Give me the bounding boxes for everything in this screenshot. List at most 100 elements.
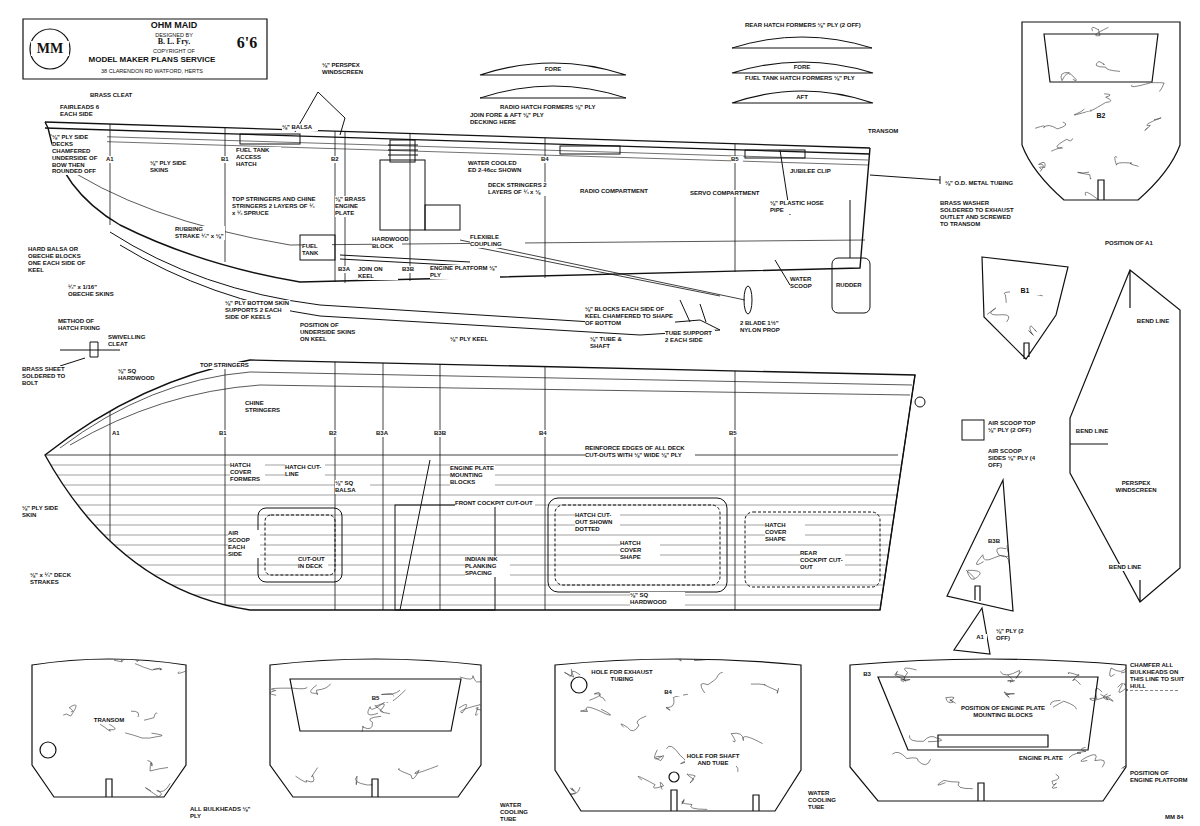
callout-label: AIR SCOOP TOP ⅛" PLY (2 OFF)	[988, 420, 1038, 434]
wood-grain	[147, 760, 168, 771]
callout-label: ENGINE PLATE MOUNTING BLOCKS	[450, 465, 495, 486]
wood-grain	[751, 684, 779, 693]
callout-label: FLEXIBLE COUPLING	[470, 234, 525, 248]
callout-label: B5	[731, 156, 743, 163]
wood-grain	[1039, 162, 1046, 171]
part-label: B5	[358, 695, 393, 702]
wood-grain	[1078, 172, 1091, 179]
outline-path	[555, 659, 801, 811]
wood-grain	[296, 768, 318, 783]
part-label: BEND LINE	[1074, 428, 1110, 435]
callout-label: ⅛" BALSA	[282, 124, 318, 131]
callout-label: JOIN ON KEEL	[358, 266, 398, 280]
callout-label: B3A	[376, 430, 392, 437]
callout-label: REINFORCE EDGES OF ALL DECK CUT-OUTS WIT…	[585, 445, 695, 459]
part-label: B4	[653, 689, 683, 696]
callout-label: HATCH CUT-OUT SHOWN DOTTED	[575, 512, 620, 533]
wood-grain	[987, 308, 1009, 322]
part-label: FORE	[533, 66, 573, 73]
callout-label: ⅛" PLY SIDE SKIN	[22, 505, 64, 519]
wood-grain	[1081, 755, 1105, 768]
callout-label: RUBBING STRAKE ¼" x ⅛"	[175, 226, 225, 240]
bulkhead-shape: B1	[980, 255, 1070, 361]
wood-grain	[1052, 774, 1059, 788]
callout-label: B4	[541, 156, 553, 163]
wood-grain	[125, 733, 162, 738]
shape-outline	[980, 255, 1070, 361]
wood-grain	[1118, 683, 1130, 692]
callout-label: FRONT COCKPIT CUT-OUT	[455, 500, 535, 507]
bulkhead-shape: FORE	[478, 55, 628, 77]
callout-label: A1	[106, 156, 118, 163]
shape-outline	[945, 478, 1015, 613]
part-label: A1	[973, 634, 987, 641]
part-label: BEND LINE	[1106, 564, 1144, 571]
callout-label: B2	[329, 430, 341, 437]
part-label: FORE	[782, 64, 822, 71]
callout-label: B3B	[402, 266, 418, 273]
wood-grain	[353, 641, 375, 659]
callout-label: ⅛" O.D. METAL TUBING	[945, 180, 1015, 187]
callout-label: TUBE SUPPORT 2 EACH SIDE	[665, 330, 715, 344]
wood-grain	[1100, 694, 1113, 701]
callout-label: ⅛" PLY (2 OFF)	[996, 628, 1036, 642]
outline-path	[1070, 270, 1180, 602]
callout-label: B2	[331, 156, 343, 163]
callout-label: A1	[112, 430, 124, 437]
callout-label: HARD BALSA OR OBECHE BLOCKS ONE EACH SID…	[28, 246, 90, 274]
callout-label: JUBILEE CLIP	[790, 168, 835, 175]
part-label: B3B	[982, 538, 1006, 545]
wood-grain	[671, 656, 708, 662]
shape-outline	[268, 655, 483, 800]
bulkhead-shape: B4HOLE FOR EXHAUST TUBINGHOLE FOR SHAFT …	[553, 655, 803, 813]
callout-label: ⅛" PLASTIC HOSE PIPE	[770, 200, 825, 214]
callout-label: WATER COOLING TUBE	[808, 790, 846, 811]
outline-path	[32, 659, 186, 797]
outline-path	[1022, 22, 1180, 200]
wood-grain	[682, 799, 708, 810]
bulkhead-shape: FORE	[730, 55, 875, 75]
outline-path	[947, 480, 1013, 611]
callout-label: HATCH CUT-LINE	[285, 464, 325, 478]
callout-label: FAIRLEADS 6 EACH SIDE	[60, 104, 115, 118]
callout-label: JOIN FORE & AFT ⅛" PLY DECKING HERE	[470, 112, 545, 126]
wood-grain	[460, 675, 496, 682]
callout-label: AIR SCOOP EACH SIDE	[228, 530, 260, 558]
callout-label: ⅛" PLY KEEL	[450, 336, 490, 343]
callout-label: HATCH COVER SHAPE	[765, 522, 805, 543]
wood-grain	[114, 645, 132, 662]
shape-outline	[1020, 20, 1182, 202]
callout-label: INDIAN INK PLANKING SPACING	[465, 556, 510, 577]
callout-label: POSITION OF A1	[1105, 240, 1165, 247]
part-label: BEND LINE	[1132, 318, 1174, 325]
wood-grain	[63, 705, 76, 716]
wood-grain	[938, 780, 973, 788]
bulkhead-shape: TRANSOM	[30, 655, 188, 800]
wood-grain	[1110, 668, 1127, 676]
callout-label: WATER COOLING TUBE	[500, 802, 545, 823]
wood-grain	[1029, 326, 1037, 336]
wood-grain	[375, 704, 390, 714]
callout-label: POSITION OF ENGINE PLATFORM	[1130, 770, 1192, 784]
wood-grain	[701, 672, 723, 693]
callout-label: MM 84	[1165, 814, 1195, 821]
outline-path	[23, 19, 267, 79]
wood-grain	[687, 774, 695, 783]
callout-label: BRASS SHEET SOLDERED TO BOLT	[22, 366, 77, 387]
wood-grain	[1092, 27, 1109, 35]
wood-grain	[1051, 138, 1072, 151]
wood-grain	[1014, 496, 1036, 513]
callout-label: ⅛" SQ BALSA	[335, 480, 370, 494]
callout-label: CHINE STRINGERS	[245, 400, 300, 414]
wood-grain	[368, 690, 406, 715]
wood-grain	[135, 655, 143, 662]
wood-grain	[1145, 118, 1161, 131]
wood-grain	[731, 733, 762, 743]
part-label: B3	[858, 671, 876, 678]
wood-grain	[979, 360, 1006, 372]
wood-grain	[398, 766, 438, 779]
wood-grain	[1049, 700, 1077, 710]
callout-label: B1	[219, 430, 231, 437]
callout-label: BRASS CLEAT	[90, 92, 140, 99]
title-text: OHM MAID	[122, 21, 226, 31]
